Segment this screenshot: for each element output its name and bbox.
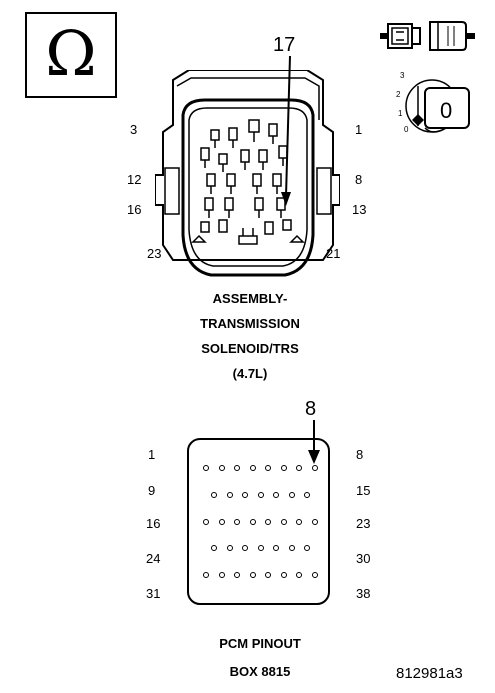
connector-label-right-2: 8	[355, 172, 363, 187]
ignition-key-icon: 3 2 1 0 0	[396, 71, 470, 134]
pcm-pin	[218, 572, 225, 578]
pcm-pin	[296, 465, 302, 471]
pcm-pin	[311, 519, 318, 525]
pcm-pin	[311, 465, 318, 471]
pcm-pin	[288, 492, 295, 498]
pcm-row-2-right: 15	[356, 483, 371, 498]
pcm-caption-line-1: PCM PINOUT	[219, 636, 301, 651]
callout-pin-8: 8	[305, 398, 317, 420]
pcm-row-5-left: 31	[146, 586, 161, 601]
disconnected-connector-icon	[380, 21, 475, 51]
ignition-key-position: 0	[440, 98, 452, 123]
pcm-pin	[203, 519, 209, 525]
pcm-pin	[234, 465, 240, 471]
caption-line-3: SOLENOID/TRS	[201, 341, 299, 356]
ohm-symbol: Ω	[45, 17, 97, 90]
transmission-solenoid-connector	[155, 70, 340, 277]
pcm-row-2-left: 9	[148, 483, 156, 498]
connector-caption: ASSEMBLY- TRANSMISSION SOLENOID/TRS (4.7…	[150, 286, 350, 386]
ohm-meter-icon: Ω	[25, 12, 117, 98]
figure-id: 812981a3	[396, 665, 463, 682]
pcm-row-5-right: 38	[356, 586, 371, 601]
pcm-row-3-left: 16	[146, 516, 161, 531]
pcm-pin	[234, 519, 240, 525]
pcm-row-1-left: 1	[148, 447, 156, 462]
pcm-row-4-right: 30	[356, 551, 371, 566]
ignition-position-2: 2	[396, 90, 401, 99]
pcm-pin	[234, 572, 240, 578]
callout-arrow-17	[281, 56, 291, 206]
ignition-position-1: 1	[398, 109, 403, 118]
callout-arrow-8	[308, 420, 320, 464]
pcm-pin	[249, 572, 256, 578]
pcm-pin	[242, 545, 248, 551]
pcm-pin	[265, 519, 271, 525]
ignition-position-3: 3	[400, 71, 405, 80]
pcm-caption-line-2: BOX 8815	[229, 664, 291, 679]
caption-line-2: TRANSMISSION	[200, 316, 300, 331]
pcm-pin	[211, 492, 217, 498]
pcm-pin	[288, 545, 295, 551]
pcm-pin	[257, 492, 264, 498]
pcm-pin	[304, 492, 310, 498]
ignition-position-0: 0	[404, 125, 409, 134]
pcm-row-4-left: 24	[146, 551, 161, 566]
caption-line-1: ASSEMBLY-	[212, 291, 288, 306]
pcm-pin	[311, 572, 318, 578]
pcm-pin	[249, 465, 256, 471]
connector-label-right-3: 13	[352, 202, 367, 217]
pcm-connector-box	[187, 438, 330, 605]
connector-label-right-4: 21	[326, 246, 341, 261]
pcm-pin	[265, 465, 271, 471]
pcm-pin	[296, 519, 302, 525]
pcm-pin	[218, 519, 225, 525]
connector-label-left-4: 23	[147, 246, 162, 261]
pcm-pin	[226, 492, 233, 498]
pcm-pin	[296, 572, 302, 578]
connector-label-left-2: 12	[127, 172, 142, 187]
connector-label-right-1: 1	[355, 122, 363, 137]
pcm-pin	[273, 545, 279, 551]
pcm-pin	[280, 465, 287, 471]
pcm-pin	[265, 572, 271, 578]
pcm-pin	[203, 572, 209, 578]
pcm-pin	[304, 545, 310, 551]
pcm-pin	[211, 545, 217, 551]
connector-label-left-3: 16	[127, 202, 142, 217]
pcm-pin	[242, 492, 248, 498]
pcm-pin	[280, 572, 287, 578]
pcm-row-3-right: 23	[356, 516, 371, 531]
pcm-pin	[226, 545, 233, 551]
connector-label-left-1: 3	[130, 122, 138, 137]
pcm-pin	[203, 465, 209, 471]
pcm-pin	[280, 519, 287, 525]
callout-pin-17: 17	[273, 34, 296, 56]
pcm-row-1-right: 8	[356, 447, 364, 462]
caption-line-4: (4.7L)	[232, 366, 268, 381]
pcm-pin	[249, 519, 256, 525]
pcm-caption: PCM PINOUT BOX 8815	[160, 630, 360, 686]
pcm-pin	[257, 545, 264, 551]
pcm-pin	[218, 465, 225, 471]
pcm-pin	[273, 492, 279, 498]
